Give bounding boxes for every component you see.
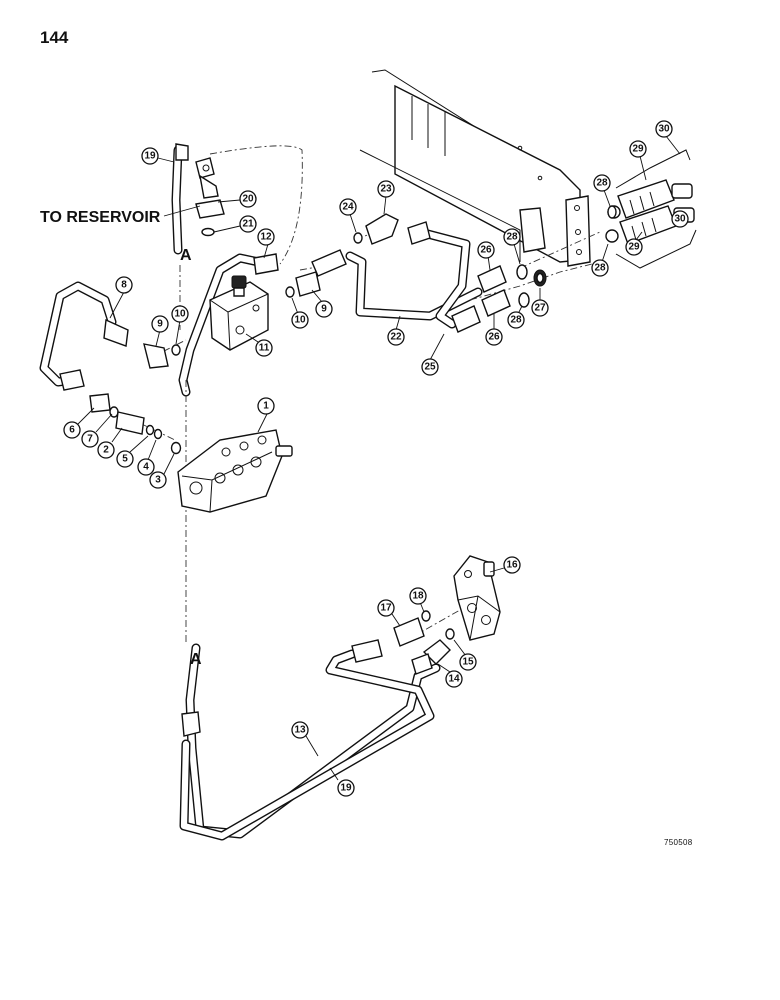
callout-6: 6 xyxy=(63,407,95,439)
callout-26-top: 26 xyxy=(477,241,495,271)
svg-text:5: 5 xyxy=(122,454,128,465)
to-reservoir-label: TO RESERVOIR xyxy=(40,209,161,226)
callout-27: 27 xyxy=(531,288,549,317)
callout-2: 2 xyxy=(97,427,123,459)
callout-8: 8 xyxy=(109,276,133,319)
svg-text:26: 26 xyxy=(480,245,492,256)
callout-19-top: 19 xyxy=(141,147,175,165)
callout-11: 11 xyxy=(245,333,273,357)
fittings xyxy=(59,143,617,737)
svg-text:9: 9 xyxy=(157,319,163,330)
callout-23: 23 xyxy=(377,180,395,215)
svg-text:7: 7 xyxy=(87,434,93,445)
svg-text:30: 30 xyxy=(658,124,670,135)
tube-19-top xyxy=(171,145,183,255)
callout-19-bottom: 19 xyxy=(329,767,355,797)
svg-text:28: 28 xyxy=(506,232,518,243)
svg-text:20: 20 xyxy=(242,194,254,205)
callout-13: 13 xyxy=(291,721,319,757)
callout-3: 3 xyxy=(149,453,175,489)
tube-13 xyxy=(179,649,435,841)
reference-a-bottom: A xyxy=(190,651,202,668)
control-valve-1 xyxy=(177,429,293,513)
loader-frame xyxy=(359,69,591,267)
callout-9-left: 9 xyxy=(151,315,169,347)
svg-text:24: 24 xyxy=(342,202,354,213)
callout-4: 4 xyxy=(137,439,157,476)
callout-7: 7 xyxy=(81,413,113,448)
callout-15: 15 xyxy=(453,639,477,671)
tube-19-bottom xyxy=(185,643,441,839)
svg-text:1: 1 xyxy=(263,401,269,412)
callout-18: 18 xyxy=(409,587,427,613)
svg-text:10: 10 xyxy=(174,309,186,320)
svg-text:16: 16 xyxy=(506,560,518,571)
svg-text:28: 28 xyxy=(596,178,608,189)
callout-29-top: 29 xyxy=(629,140,647,181)
svg-text:25: 25 xyxy=(424,362,436,373)
callout-24: 24 xyxy=(339,198,357,233)
callout-22: 22 xyxy=(387,315,405,346)
svg-text:29: 29 xyxy=(628,242,640,253)
callout-30-bottom: 30 xyxy=(671,210,689,228)
svg-text:3: 3 xyxy=(155,475,161,486)
callout-21: 21 xyxy=(213,215,257,233)
callout-28-top-right: 28 xyxy=(593,174,611,207)
callout-29-bottom: 29 xyxy=(625,231,643,256)
callout-12: 12 xyxy=(257,228,275,259)
callouts: 1 2 3 4 5 6 7 8 9 9 10 10 11 12 13 14 15… xyxy=(63,120,689,797)
callout-28-top-left: 28 xyxy=(503,228,521,265)
svg-text:13: 13 xyxy=(294,725,306,736)
callout-5: 5 xyxy=(116,435,149,468)
svg-text:8: 8 xyxy=(121,280,127,291)
svg-text:23: 23 xyxy=(380,184,392,195)
callout-30-top: 30 xyxy=(655,120,681,155)
svg-text:22: 22 xyxy=(390,332,402,343)
callout-9-right: 9 xyxy=(311,289,333,318)
drawing-code: 750508 xyxy=(664,838,693,847)
valve-16 xyxy=(453,555,501,641)
callout-1: 1 xyxy=(257,397,275,433)
reference-a-top: A xyxy=(180,247,192,264)
tube-8 xyxy=(39,281,117,387)
valve-11 xyxy=(209,275,269,351)
svg-text:2: 2 xyxy=(103,445,109,456)
svg-text:10: 10 xyxy=(294,315,306,326)
svg-text:26: 26 xyxy=(488,332,500,343)
svg-text:11: 11 xyxy=(259,343,270,354)
callout-10-left: 10 xyxy=(171,305,189,345)
callout-20: 20 xyxy=(217,190,257,208)
svg-text:12: 12 xyxy=(260,232,272,243)
svg-text:17: 17 xyxy=(380,603,392,614)
svg-text:18: 18 xyxy=(412,591,424,602)
svg-text:9: 9 xyxy=(321,304,327,315)
to-reservoir-leader xyxy=(163,205,201,217)
svg-text:30: 30 xyxy=(674,214,686,225)
quick-couplers xyxy=(605,149,697,269)
callout-26-bottom: 26 xyxy=(485,314,503,346)
callout-28-bottom-left: 28 xyxy=(507,305,525,329)
tube-25 xyxy=(415,227,471,329)
callout-14: 14 xyxy=(437,663,463,688)
svg-text:21: 21 xyxy=(242,219,254,230)
svg-text:6: 6 xyxy=(69,425,75,436)
svg-text:27: 27 xyxy=(534,303,546,314)
callout-10-right: 10 xyxy=(291,297,309,329)
callout-25: 25 xyxy=(421,333,445,376)
page-number: 144 xyxy=(40,28,69,47)
callout-16: 16 xyxy=(489,556,521,574)
svg-text:28: 28 xyxy=(594,263,606,274)
svg-text:4: 4 xyxy=(143,462,149,473)
svg-text:19: 19 xyxy=(340,783,352,794)
svg-text:19: 19 xyxy=(144,151,156,162)
callout-17: 17 xyxy=(377,599,401,627)
svg-text:29: 29 xyxy=(632,144,644,155)
tube-12 xyxy=(178,253,273,397)
svg-text:14: 14 xyxy=(448,674,460,685)
callout-28-bottom-right: 28 xyxy=(591,243,609,277)
svg-text:15: 15 xyxy=(462,657,474,668)
svg-text:28: 28 xyxy=(510,315,522,326)
